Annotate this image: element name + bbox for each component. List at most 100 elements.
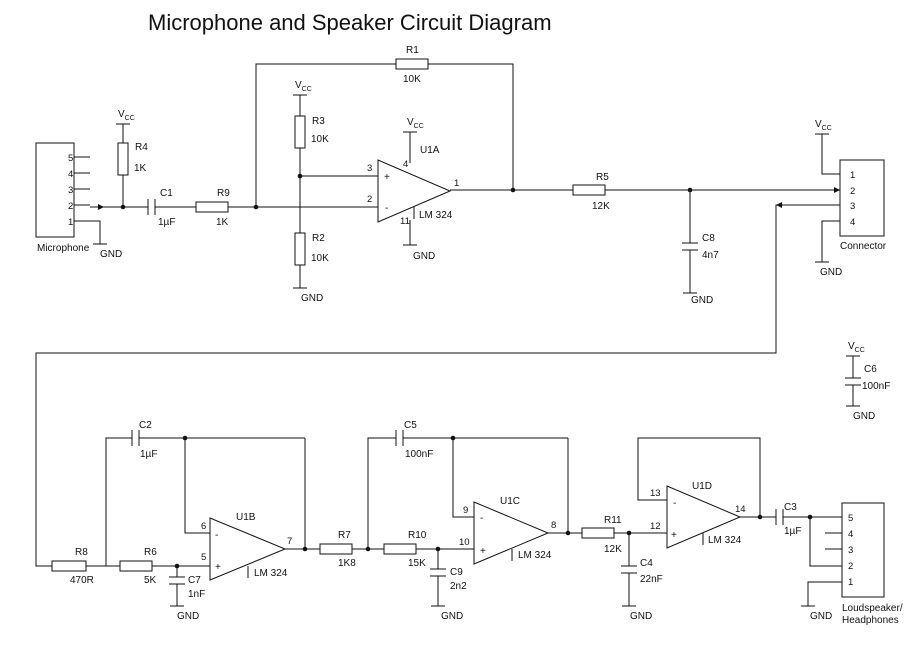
signal-arrows xyxy=(98,187,840,210)
capacitor-c3: C3 1µF xyxy=(775,502,801,537)
svg-text:+: + xyxy=(671,530,677,541)
svg-text:11: 11 xyxy=(400,216,410,227)
svg-text:2: 2 xyxy=(367,194,372,205)
svg-text:C8: C8 xyxy=(702,233,715,244)
svg-text:4: 4 xyxy=(848,529,853,540)
resistor-r11: R11 12K xyxy=(581,515,622,555)
svg-text:R1: R1 xyxy=(406,45,419,56)
svg-text:LM 324: LM 324 xyxy=(254,568,288,579)
svg-text:3: 3 xyxy=(850,201,855,212)
capacitor-c9: C9 2n2 xyxy=(430,567,467,592)
svg-text:5: 5 xyxy=(68,153,73,164)
gnd-symbol: GND xyxy=(815,261,842,278)
svg-text:2: 2 xyxy=(68,201,73,212)
svg-text:9: 9 xyxy=(463,505,468,516)
svg-text:12: 12 xyxy=(650,521,661,532)
gnd-symbol: GND xyxy=(622,605,652,622)
svg-text:1µF: 1µF xyxy=(140,449,157,460)
connector-block: 1 2 3 4 Connector xyxy=(839,159,887,252)
vcc-symbol: VCC xyxy=(815,119,832,135)
gnd-symbol: GND xyxy=(431,605,463,622)
resistor-r8: R8 470R xyxy=(51,547,94,586)
svg-text:3: 3 xyxy=(848,545,853,556)
svg-text:7: 7 xyxy=(287,536,292,547)
gnd-symbol: GND xyxy=(403,244,435,262)
svg-text:-: - xyxy=(385,203,388,214)
resistor-r4: R4 1K xyxy=(117,142,148,176)
svg-text:8: 8 xyxy=(551,520,556,531)
svg-text:C1: C1 xyxy=(160,188,173,199)
capacitor-c2: C2 1µF xyxy=(131,420,157,460)
svg-text:LM 324: LM 324 xyxy=(518,550,552,561)
gnd-symbol: GND xyxy=(170,605,199,622)
gnd-symbol: GND xyxy=(801,605,832,622)
svg-text:1: 1 xyxy=(454,178,459,189)
svg-text:15K: 15K xyxy=(408,558,426,569)
capacitor-c1: C1 1µF xyxy=(147,188,175,228)
capacitor-c8: C8 4n7 xyxy=(682,233,719,261)
svg-text:4: 4 xyxy=(850,217,855,228)
junctions xyxy=(120,173,813,569)
svg-text:GND: GND xyxy=(810,611,832,622)
svg-text:GND: GND xyxy=(100,249,122,260)
svg-text:1K: 1K xyxy=(134,163,147,174)
svg-text:R6: R6 xyxy=(144,547,157,558)
svg-text:R11: R11 xyxy=(604,515,622,526)
capacitor-c6: C6 100nF xyxy=(845,364,890,392)
svg-text:5K: 5K xyxy=(144,575,157,586)
svg-text:3: 3 xyxy=(367,163,372,174)
svg-text:4: 4 xyxy=(68,169,73,180)
svg-text:1K8: 1K8 xyxy=(338,558,356,569)
resistor-r7: R7 1K8 xyxy=(319,530,356,569)
svg-text:1: 1 xyxy=(848,577,853,588)
microphone-connector: 5 4 3 2 1 Microphone xyxy=(35,142,90,254)
svg-text:10K: 10K xyxy=(311,134,329,145)
svg-text:C5: C5 xyxy=(404,420,417,431)
svg-text:+: + xyxy=(215,562,221,573)
resistor-r9: R9 1K xyxy=(195,188,230,228)
svg-text:C2: C2 xyxy=(139,420,152,431)
svg-text:2: 2 xyxy=(848,561,853,572)
gnd-symbol: GND xyxy=(93,243,122,260)
svg-text:2: 2 xyxy=(850,186,855,197)
svg-text:5: 5 xyxy=(201,552,206,563)
gnd-symbol: GND xyxy=(846,405,875,422)
svg-text:U1A: U1A xyxy=(420,145,440,156)
svg-text:13: 13 xyxy=(650,488,661,499)
svg-text:2n2: 2n2 xyxy=(450,581,467,592)
svg-text:14: 14 xyxy=(735,504,746,515)
opamp-u1a: + - 3 2 1 4 11 U1A LM 324 xyxy=(367,145,459,227)
svg-text:100nF: 100nF xyxy=(862,381,890,392)
resistor-r6: R6 5K xyxy=(119,547,157,586)
svg-text:LM 324: LM 324 xyxy=(708,535,742,546)
svg-text:GND: GND xyxy=(853,411,875,422)
svg-text:GND: GND xyxy=(441,611,463,622)
svg-text:R8: R8 xyxy=(75,547,88,558)
capacitor-c7: C7 1nF xyxy=(169,575,205,600)
svg-text:C3: C3 xyxy=(784,502,797,513)
svg-text:10K: 10K xyxy=(403,74,421,85)
vcc-symbol: VCC xyxy=(403,117,424,133)
resistor-r1: R1 10K xyxy=(395,45,429,85)
connector-label: Connector xyxy=(840,241,887,252)
svg-text:VCC: VCC xyxy=(118,109,135,122)
svg-text:R9: R9 xyxy=(217,188,230,199)
svg-text:22nF: 22nF xyxy=(640,574,663,585)
svg-text:GND: GND xyxy=(820,267,842,278)
svg-text:6: 6 xyxy=(201,521,206,532)
svg-text:1µF: 1µF xyxy=(158,217,175,228)
svg-text:4: 4 xyxy=(403,159,408,170)
svg-text:10: 10 xyxy=(459,537,470,548)
gnd-symbol: GND xyxy=(293,287,323,304)
svg-text:R10: R10 xyxy=(408,530,427,541)
svg-text:10K: 10K xyxy=(311,253,329,264)
svg-text:R2: R2 xyxy=(312,233,325,244)
svg-text:U1D: U1D xyxy=(692,481,712,492)
svg-text:C4: C4 xyxy=(640,558,653,569)
svg-text:1nF: 1nF xyxy=(188,589,205,600)
svg-text:3: 3 xyxy=(68,185,73,196)
svg-text:GND: GND xyxy=(301,293,323,304)
gnd-symbol: GND xyxy=(683,292,713,306)
svg-text:12K: 12K xyxy=(592,201,610,212)
